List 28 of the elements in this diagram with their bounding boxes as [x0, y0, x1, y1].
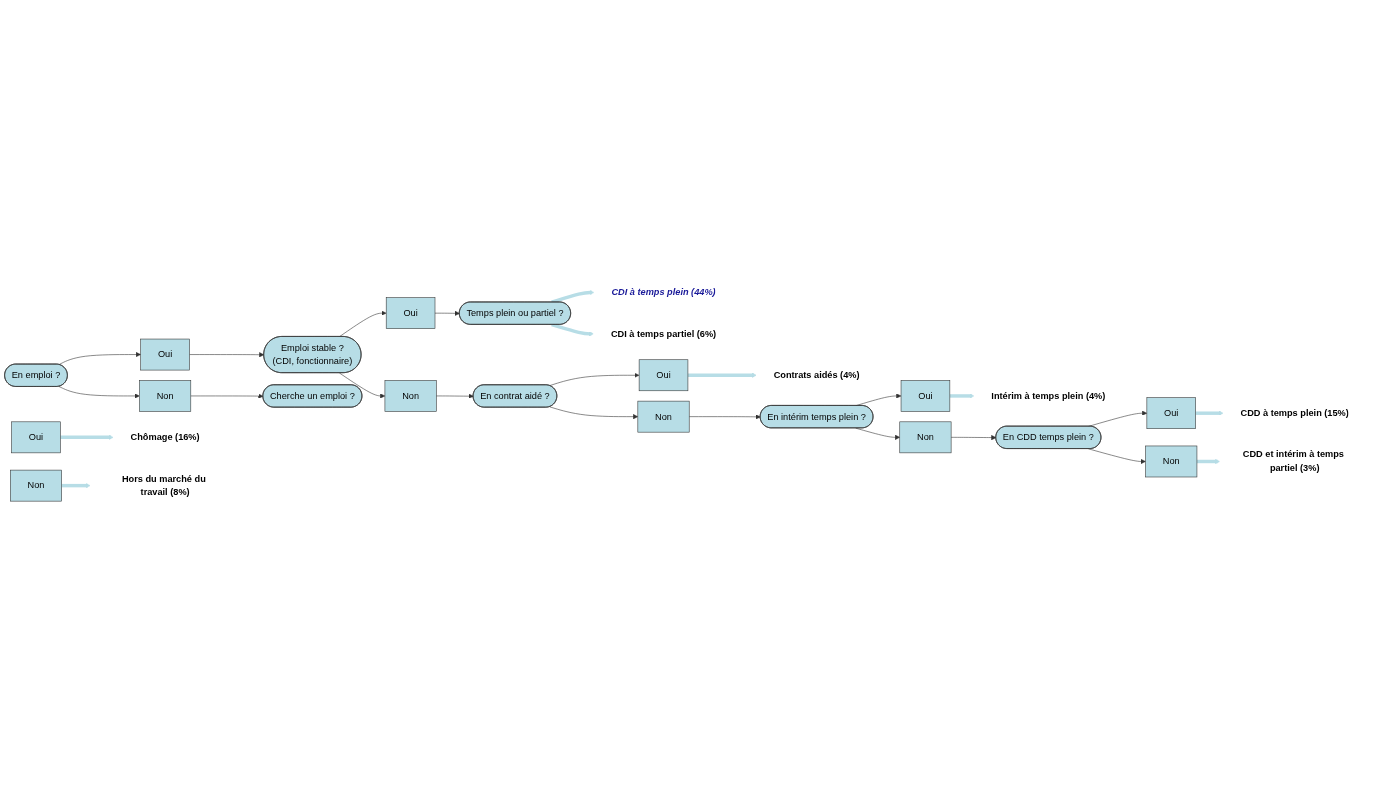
- arrow: [1196, 458, 1221, 464]
- arrow: [61, 483, 91, 489]
- node-text: Contrats aidés (4%): [773, 370, 860, 380]
- node-box: Oui: [1146, 397, 1196, 429]
- node-box: Oui: [638, 359, 689, 392]
- node-text: Intérim à temps plein (4%): [991, 390, 1106, 401]
- node-box: Oui: [140, 338, 190, 371]
- node-text: CDD à temps plein (15%): [1240, 408, 1349, 418]
- arrow: [551, 323, 594, 337]
- node-text: CDI à temps partiel (6%): [610, 328, 717, 339]
- node-box: Non: [10, 469, 62, 502]
- node-box: Non: [637, 400, 690, 433]
- node-text: Hors du marché du travail (8%): [121, 473, 206, 498]
- node-box: Non: [1145, 445, 1198, 478]
- node-text: CDI à temps plein (44%): [611, 287, 716, 298]
- node-box: Non: [899, 421, 952, 454]
- node-box: Oui: [900, 380, 951, 412]
- node-text: CDD et intérim à temps partiel (3%): [1242, 449, 1344, 473]
- node-box: Oui: [11, 421, 61, 454]
- node-box: Non: [384, 380, 437, 412]
- arrow: [551, 289, 595, 304]
- arrow: [687, 372, 757, 378]
- arrow: [60, 434, 114, 440]
- node-box: Non: [139, 380, 192, 412]
- node-box: Oui: [385, 297, 436, 329]
- arrow: [1195, 410, 1224, 416]
- node-text: Chômage (16%): [130, 432, 200, 442]
- arrow: [949, 393, 975, 399]
